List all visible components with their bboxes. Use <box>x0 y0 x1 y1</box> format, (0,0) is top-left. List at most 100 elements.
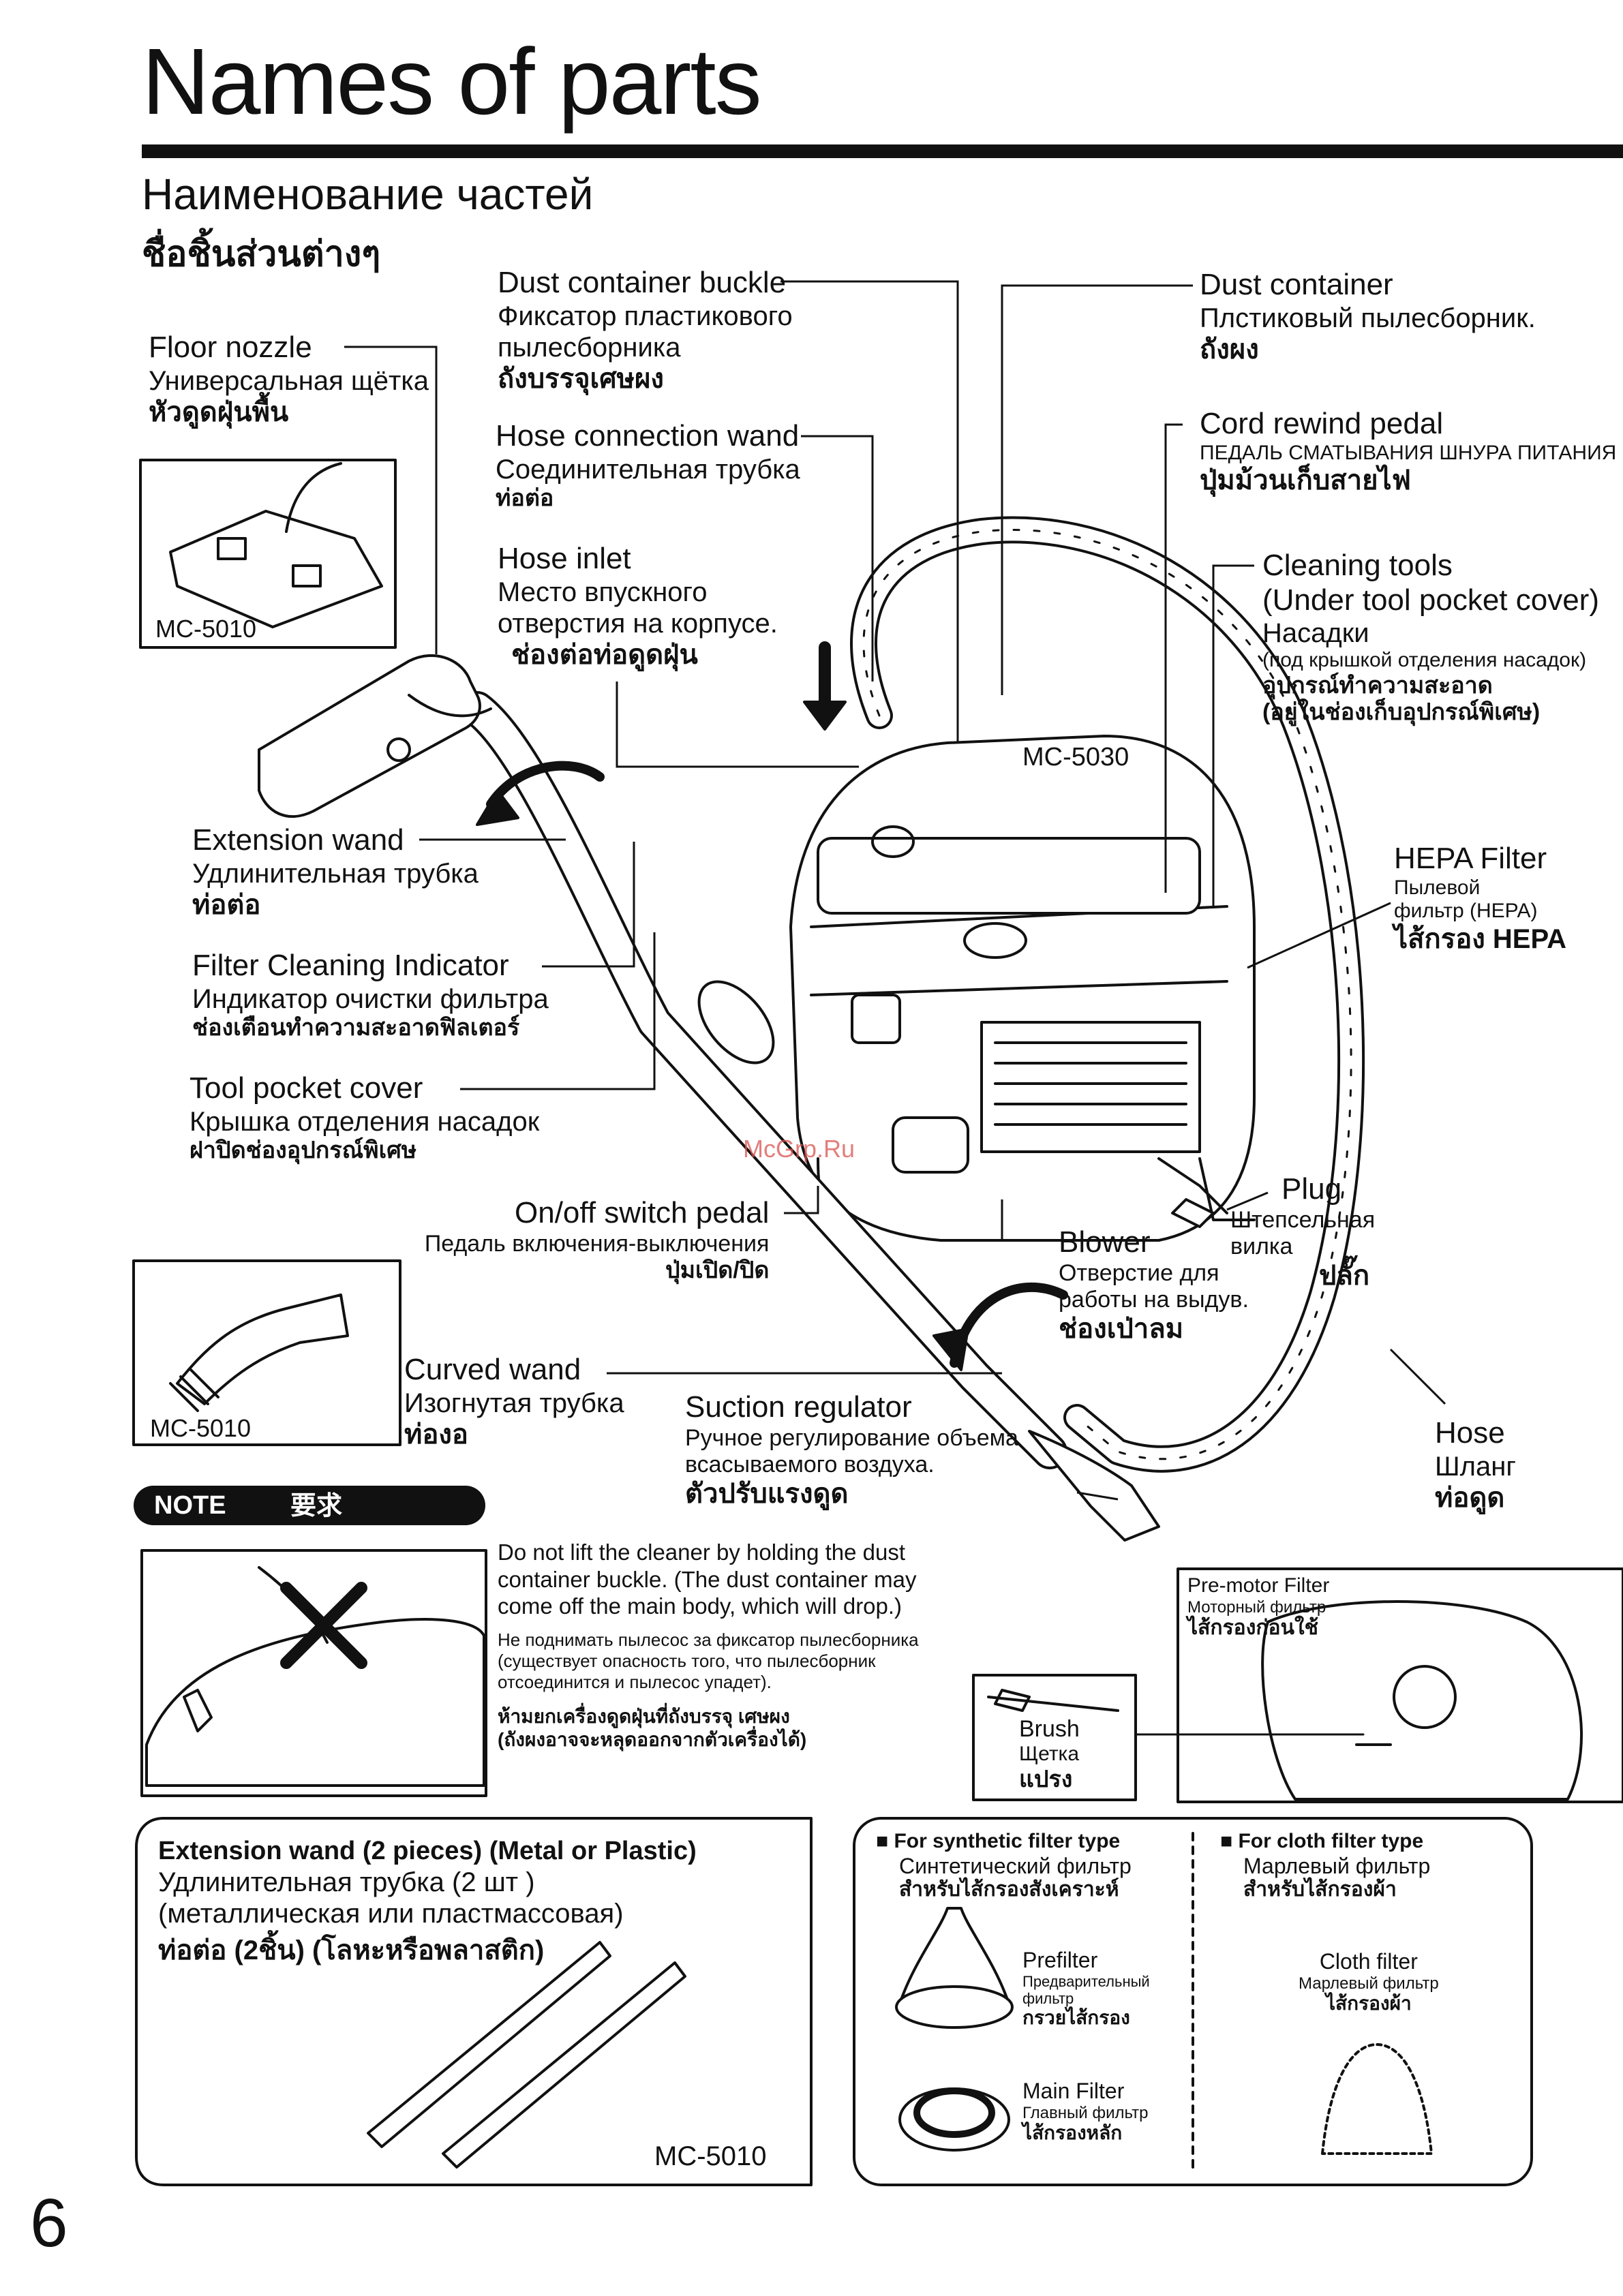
cord-rewind-pedal-ru: ПЕДАЛЬ СМАТЫВАНИЯ ШНУРА ПИТАНИЯ <box>1200 441 1617 464</box>
extension-box-th: ท่อต่อ (2ชิ้น) (โลหะหรือพลาสติก) <box>158 1935 545 1965</box>
cord-rewind-pedal-th: ปุ่มม้วนเก็บสายไฟ <box>1200 465 1411 496</box>
on-off-switch-pedal-ru: Педаль включения-выключения <box>424 1230 770 1257</box>
extension-box-en: Extension wand (2 pieces) (Metal or Plas… <box>158 1837 697 1865</box>
extension-wand-en: Extension wand <box>192 823 404 857</box>
brush-en: Brush <box>1019 1716 1080 1742</box>
note-ru2: (существует опасность того, что пылесбор… <box>498 1650 876 1671</box>
label-dust-container: Dust container Плстиковый пылесборник. ถ… <box>1200 268 1536 365</box>
curved-wand-ru: Изогнутая трубка <box>404 1388 624 1418</box>
page-number: 6 <box>30 2185 68 2261</box>
label-dust-container-buckle: Dust container buckle Фиксатор пластиков… <box>498 266 793 395</box>
plug-ru2: вилка <box>1230 1233 1293 1259</box>
main-filter-th: ไส้กรองหลัก <box>1022 2122 1123 2144</box>
hose-en: Hose <box>1435 1416 1505 1450</box>
premotor-filter-th: ไส้กรองก่อนใช้ <box>1187 1617 1319 1640</box>
dust-container-buckle-ru2: пылесборника <box>498 332 681 363</box>
square-bullet-icon: ■ <box>876 1830 894 1852</box>
dust-container-buckle-ru1: Фиксатор пластикового <box>498 301 793 331</box>
prefilter-ru2: фильтр <box>1022 1990 1074 2008</box>
dust-container-en: Dust container <box>1200 268 1393 301</box>
note-th1: ห้ามยกเครื่องดูดฝุ่นที่ถังบรรจุ เศษผง <box>498 1706 790 1728</box>
filter-synthetic-heading: ■ For synthetic filter type Синтетически… <box>876 1830 1132 1902</box>
hose-ru: Шланг <box>1435 1451 1516 1482</box>
hose-inlet-ru2: отверстия на корпусе. <box>498 608 778 639</box>
label-curved-wand: Curved wand Изогнутая трубка ท่องอ <box>404 1353 624 1450</box>
prefilter-en: Prefilter <box>1022 1948 1098 1972</box>
model-floor-nozzle: MC-5010 <box>155 615 257 643</box>
hepa-filter-th: ไส้กรอง HEPA <box>1394 923 1567 954</box>
page-title-ru: Наименование частей <box>142 170 594 219</box>
model-extension-wand: MC-5010 <box>654 2141 767 2171</box>
note-en3: come off the main body, which will drop.… <box>498 1593 902 1619</box>
tool-pocket-cover-th: ฝาปิดช่องอุปกรณ์พิเศษ <box>189 1137 417 1163</box>
note-ru1: Не поднимать пылесос за фиксатор пылесбо… <box>498 1629 919 1650</box>
label-tool-pocket-cover: Tool pocket cover Крышка отделения насад… <box>189 1071 539 1164</box>
blower-ru1: Отверстие для <box>1059 1259 1219 1286</box>
label-cleaning-tools: Cleaning tools (Under tool pocket cover)… <box>1262 549 1599 726</box>
note-th2: (ถังผงอาจจะหลุดออกจากตัวเครื่องได้) <box>498 1728 807 1750</box>
cleaning-tools-ru1: Насадки <box>1262 618 1369 649</box>
note-badge: NOTE 要求 <box>134 1486 485 1525</box>
hose-connection-wand-ru: Соединительная трубка <box>496 454 800 485</box>
cord-rewind-pedal-en: Cord rewind pedal <box>1200 407 1444 440</box>
label-main-filter: Main Filter Главный фильтр ไส้กรองหลัก <box>1022 2079 1148 2145</box>
label-plug: Plug Штепсельная вилка ปลั๊ก <box>1230 1172 1375 1291</box>
main-filter-en: Main Filter <box>1022 2079 1125 2103</box>
synthetic-en: ■ For synthetic filter type <box>876 1830 1132 1854</box>
blower-ru2: работы на выдув. <box>1059 1286 1249 1313</box>
cleaning-tools-th2: (อยู่ในช่องเก็บอุปกรณ์พิเศษ) <box>1262 699 1541 725</box>
prefilter-th: กรวยไส้กรอง <box>1022 2007 1130 2029</box>
note-badge-en: NOTE <box>154 1491 226 1520</box>
note-text: Do not lift the cleaner by holding the d… <box>498 1539 919 1751</box>
curved-wand-en: Curved wand <box>404 1353 581 1386</box>
label-suction-regulator: Suction regulator Ручное регулирование о… <box>685 1390 1018 1510</box>
cleaning-tools-en2: (Under tool pocket cover) <box>1262 583 1599 617</box>
filter-cleaning-indicator-en: Filter Cleaning Indicator <box>192 949 509 982</box>
label-hose-inlet: Hose inlet Место впускного отверстия на … <box>498 542 778 671</box>
premotor-filter-ru: Моторный фильтр <box>1187 1597 1326 1617</box>
cloth-filter-en: Cloth filter <box>1319 1949 1418 1974</box>
tool-pocket-cover-ru: Крышка отделения насадок <box>189 1106 540 1137</box>
label-extension-wand: Extension wand Удлинительная трубка ท่อต… <box>192 823 479 921</box>
label-blower: Blower Отверстие для работы на выдув. ช่… <box>1059 1225 1249 1345</box>
note-ru3: отсоединится и пылесос упадет). <box>498 1672 772 1693</box>
suction-regulator-ru1: Ручное регулирование объема <box>685 1424 1018 1451</box>
premotor-filter-en: Pre-motor Filter <box>1187 1574 1330 1597</box>
extension-wand-th: ท่อต่อ <box>192 889 261 920</box>
dust-container-buckle-en: Dust container buckle <box>498 266 787 299</box>
synthetic-en-text: For synthetic filter type <box>894 1830 1121 1852</box>
tool-pocket-cover-en: Tool pocket cover <box>189 1071 423 1105</box>
on-off-switch-pedal-en: On/off switch pedal <box>515 1196 770 1229</box>
note-en1: Do not lift the cleaner by holding the d… <box>498 1540 906 1565</box>
page-title: Names of parts <box>142 29 762 134</box>
extension-box-ru2: (металлическая или пластмассовая) <box>158 1898 624 1929</box>
plug-ru1: Штепсельная <box>1230 1206 1376 1233</box>
filter-cleaning-indicator-ru: Индикатор очистки фильтра <box>192 983 549 1014</box>
dust-container-th: ถังผง <box>1200 334 1259 365</box>
cleaning-tools-ru2: (под крышкой отделения насадок) <box>1262 649 1587 672</box>
filter-cleaning-indicator-th: ช่องเตือนทำความสะอาดฟิลเตอร์ <box>192 1014 520 1041</box>
cloth-th: สำหรับไส้กรองผ้า <box>1243 1878 1397 1901</box>
synthetic-th: สำหรับไส้กรองสังเคราะห์ <box>899 1878 1119 1901</box>
model-body: MC-5030 <box>1022 743 1129 771</box>
cleaning-tools-th1: อุปกรณ์ทำความสะอาด <box>1262 672 1493 699</box>
floor-nozzle-en: Floor nozzle <box>149 331 312 364</box>
curved-wand-th: ท่องอ <box>404 1419 468 1450</box>
label-brush: Brush Щетка แปรง <box>1019 1716 1080 1793</box>
plug-th: ปลั๊ก <box>1319 1260 1370 1291</box>
extension-wand-ru: Удлинительная трубка <box>192 858 479 889</box>
prefilter-ru1: Предварительный <box>1022 1972 1150 1990</box>
label-filter-cleaning-indicator: Filter Cleaning Indicator Индикатор очис… <box>192 949 549 1041</box>
hose-inlet-en: Hose inlet <box>498 542 631 575</box>
suction-regulator-en: Suction regulator <box>685 1390 912 1424</box>
brush-th: แปรง <box>1019 1766 1073 1792</box>
label-floor-nozzle: Floor nozzle Универсальная щётка หัวดูดฝ… <box>149 331 429 428</box>
hose-connection-wand-th: ท่อต่อ <box>496 485 554 511</box>
label-hepa-filter: HEPA Filter Пылевой фильтр (HEPA) ไส้กรอ… <box>1394 842 1566 955</box>
label-cloth-filter: Cloth filter Марлевый фильтр ไส้กรองผ้า <box>1299 1949 1439 2015</box>
curved-wand-inset-frame <box>132 1259 401 1446</box>
dust-container-ru: Плстиковый пылесборник. <box>1200 303 1536 333</box>
header-rule <box>142 144 1623 158</box>
cloth-filter-th: ไส้กรองผ้า <box>1325 1993 1412 2015</box>
